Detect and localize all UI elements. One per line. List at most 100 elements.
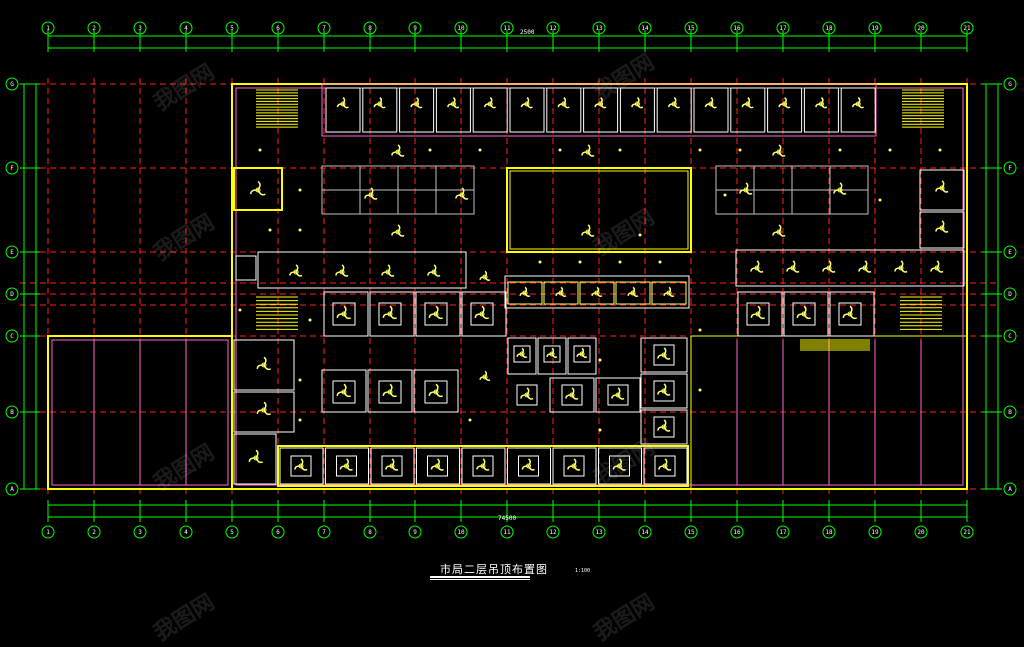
axis-bubble-label: 18 bbox=[825, 25, 833, 32]
stair bbox=[902, 89, 944, 128]
ceiling-fixture bbox=[249, 180, 266, 196]
axis-bubble bbox=[179, 525, 193, 539]
room bbox=[919, 211, 965, 249]
axis-bubble bbox=[363, 21, 377, 35]
ceiling-fixture bbox=[335, 264, 349, 277]
light-spot bbox=[238, 308, 242, 312]
office-cell bbox=[325, 447, 369, 485]
axis-bubble bbox=[133, 525, 147, 539]
axis-bubble-label: G bbox=[10, 81, 14, 88]
light-panel bbox=[651, 281, 687, 305]
ceiling-fixture bbox=[373, 97, 386, 109]
office-cell bbox=[640, 337, 688, 373]
axis-bubble bbox=[41, 525, 55, 539]
light-panel bbox=[543, 281, 579, 305]
axis-bubble-label: E bbox=[10, 249, 14, 256]
ceiling-fixture bbox=[290, 455, 312, 477]
axis-bubbles: 1122334455667788991010111112121313141415… bbox=[5, 21, 1017, 539]
axis-bubble bbox=[638, 21, 652, 35]
title-underline bbox=[430, 576, 530, 578]
axis-bubble-label: 7 bbox=[322, 25, 326, 32]
ceiling-fixture bbox=[851, 97, 865, 109]
light-panel bbox=[615, 281, 651, 305]
office-band bbox=[321, 83, 877, 137]
ceiling-fixture bbox=[822, 260, 836, 273]
outer-wall bbox=[47, 335, 233, 490]
axis-bubble bbox=[960, 525, 974, 539]
axis-bubble bbox=[730, 525, 744, 539]
axis-bubble bbox=[271, 21, 285, 35]
ceiling-fixture bbox=[815, 97, 828, 109]
office-cell bbox=[367, 369, 413, 413]
axis-bubble bbox=[5, 405, 19, 419]
stair bbox=[256, 89, 298, 128]
axis-bubble bbox=[914, 525, 928, 539]
ceiling-fixture bbox=[653, 416, 675, 438]
axis-bubble bbox=[179, 21, 193, 35]
axis-bubble bbox=[1003, 329, 1017, 343]
axis-bubble bbox=[225, 525, 239, 539]
ceiling-fixture bbox=[381, 264, 395, 277]
office-cell bbox=[507, 337, 537, 375]
office-cell bbox=[472, 87, 508, 133]
axis-bubble bbox=[1003, 482, 1017, 496]
ceiling-fixture bbox=[573, 345, 591, 363]
axis-bubble bbox=[822, 21, 836, 35]
axis-bubble bbox=[1003, 161, 1017, 175]
office-cell bbox=[583, 87, 619, 133]
ceiling-fixture bbox=[653, 380, 675, 402]
axis-bubble bbox=[1003, 77, 1017, 91]
ceiling-fixtures bbox=[238, 97, 949, 477]
light-spot bbox=[558, 148, 562, 152]
axis-bubble bbox=[454, 21, 468, 35]
light-spot bbox=[738, 148, 742, 152]
axis-bubble bbox=[638, 525, 652, 539]
axis-bubble-label: 14 bbox=[641, 529, 649, 536]
ceiling-fixture bbox=[543, 345, 561, 363]
axis-bubble bbox=[41, 21, 55, 35]
title-underline bbox=[430, 579, 530, 580]
light-spot bbox=[878, 198, 882, 202]
office-cell bbox=[415, 291, 461, 337]
ceiling-panel bbox=[359, 165, 399, 191]
axis-bubble-label: B bbox=[1008, 409, 1012, 416]
axis-bubble bbox=[5, 482, 19, 496]
office-cell bbox=[643, 447, 688, 485]
ceiling-fixture bbox=[741, 97, 754, 109]
axis-bubble-label: 2 bbox=[92, 529, 96, 536]
ceiling-fixture bbox=[470, 302, 494, 326]
ceiling-fixture bbox=[561, 384, 583, 406]
ceiling-fixture bbox=[838, 302, 862, 326]
axis-bubble bbox=[592, 525, 606, 539]
axis-bubble bbox=[822, 525, 836, 539]
room bbox=[233, 339, 295, 391]
office-cell bbox=[549, 377, 595, 413]
light-spot bbox=[598, 428, 602, 432]
axis-bubble bbox=[592, 21, 606, 35]
office-cell bbox=[369, 291, 415, 337]
axis-bubble-label: 4 bbox=[184, 529, 188, 536]
light-spot bbox=[638, 233, 642, 237]
drawing-scale: 1:100 bbox=[575, 568, 591, 574]
axis-bubble bbox=[730, 21, 744, 35]
bottom-total-dimension: 74500 bbox=[498, 515, 516, 522]
office-cell bbox=[640, 409, 688, 445]
ceiling-fixture bbox=[447, 97, 460, 109]
axis-bubble-label: 11 bbox=[503, 25, 511, 32]
axis-bubble-label: A bbox=[1008, 486, 1012, 493]
ceiling-fixture bbox=[894, 260, 908, 273]
office-cell bbox=[461, 447, 506, 485]
ceiling-fixture bbox=[631, 97, 644, 109]
axis-bubble-label: D bbox=[1008, 291, 1012, 298]
office-cell bbox=[399, 87, 435, 133]
ceiling-fixture bbox=[472, 455, 494, 477]
ceiling-fixture bbox=[778, 97, 791, 109]
light-spot bbox=[618, 148, 622, 152]
axis-bubble-label: C bbox=[10, 333, 14, 340]
ceiling-fixture bbox=[410, 97, 423, 109]
light-spot bbox=[298, 418, 302, 422]
axis-bubble-label: 17 bbox=[779, 25, 787, 32]
ceiling-panel bbox=[753, 165, 793, 191]
room-band bbox=[257, 251, 467, 289]
ceiling-fixture bbox=[609, 455, 630, 477]
